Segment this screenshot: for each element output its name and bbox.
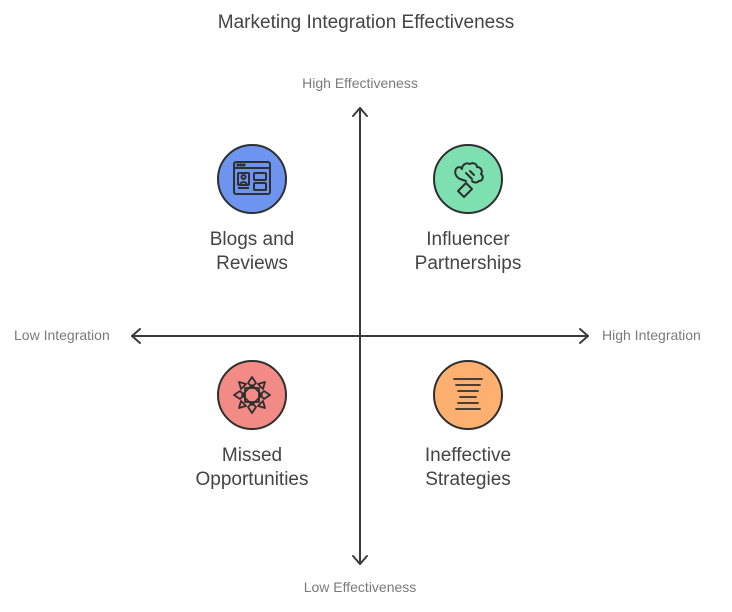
blog-webpage-icon-circle [217, 144, 287, 214]
label-line: Strategies [425, 469, 511, 490]
y-axis-arrow-bottom [352, 555, 368, 565]
quadrant-influencer-partnerships: Influencer Partnerships [368, 144, 568, 276]
broken-pattern-icon [233, 376, 271, 414]
lines-icon-circle [433, 360, 503, 430]
label-line: Opportunities [195, 469, 309, 490]
megaphone-icon-circle [433, 144, 503, 214]
quadrant-label: Ineffective Strategies [368, 444, 568, 492]
label-line: Missed [221, 445, 283, 466]
label-line: Ineffective [424, 445, 512, 466]
quadrant-blogs-and-reviews: Blogs and Reviews [152, 144, 352, 276]
quadrant-ineffective-strategies: Ineffective Strategies [368, 360, 568, 492]
megaphone-icon [454, 162, 484, 198]
label-line: Blogs and [209, 229, 295, 250]
quadrant-label: Missed Opportunities [152, 444, 352, 492]
y-axis-high-label: High Effectiveness [302, 75, 418, 91]
lines-icon [453, 378, 483, 410]
x-axis-arrow-left [131, 328, 141, 344]
quadrant-label: Blogs and Reviews [152, 228, 352, 276]
quadrant-missed-opportunities: Missed Opportunities [152, 360, 352, 492]
label-line: Influencer [426, 229, 510, 250]
x-axis-high-label: High Integration [602, 327, 701, 343]
broken-pattern-icon-circle [217, 360, 287, 430]
y-axis-arrow-top [352, 107, 368, 117]
y-axis-low-label: Low Effectiveness [303, 579, 417, 595]
x-axis-arrow-right [579, 328, 589, 344]
x-axis-low-label: Low Integration [14, 327, 110, 343]
blog-webpage-icon [233, 161, 271, 195]
label-line: Partnerships [414, 253, 522, 274]
quadrant-label: Influencer Partnerships [368, 228, 568, 276]
diagram-title: Marketing Integration Effectiveness [217, 12, 515, 33]
label-line: Reviews [216, 253, 288, 274]
